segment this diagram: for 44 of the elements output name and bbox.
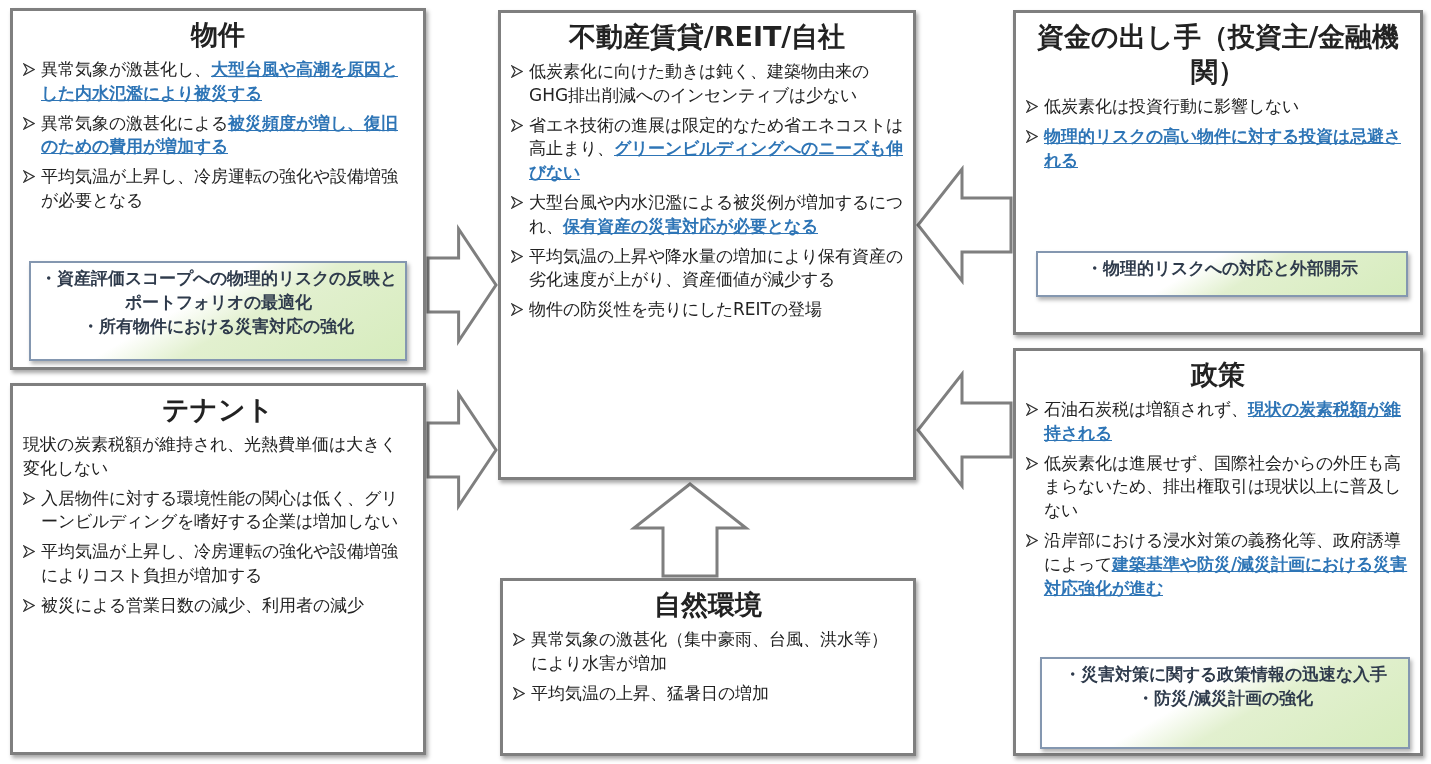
list-item-text: 石油石炭税は増額されず、現状の炭素税額が維持される — [1044, 398, 1402, 445]
panel-title: 物件 — [189, 18, 246, 52]
list-item-text: 異常気象の激甚化（集中豪雨、台風、洪水等）により水害が増加 — [531, 628, 889, 675]
list-item-text: 異常気象の激甚化による被災頻度が増し、復旧のための費用が増加する — [41, 111, 399, 159]
list-item-text: 省エネ技術の進展は限定的なため省エネコストは高止まり、グリーンビルディングへのニーズも伸びない — [529, 113, 903, 185]
panel — [1013, 10, 1423, 335]
list-item-text: 物理的リスクの高い物件に対する投資は忌避される — [1044, 125, 1402, 172]
panel — [10, 8, 426, 370]
panel-title: 自然環境 — [653, 588, 763, 622]
list-item-text: 沿岸部における浸水対策の義務化等、政府誘導によって建築基準や防災/減災計画における災害対応強化が進む — [1044, 529, 1409, 600]
callout-box — [1036, 251, 1408, 297]
callout-text: ・所有物件における災害対応の強化 — [81, 314, 355, 338]
list-item-text: 低炭素化は投資行動に影響しない — [1044, 95, 1299, 119]
block-arrow — [916, 164, 1013, 286]
block-arrow — [629, 482, 751, 578]
callout-text: ・資産評価スコープへの物理的リスクの反映とポートフォリオの最適化 — [39, 267, 397, 314]
list-item-text: 入居物件に対する環境性能の関心は低く、グリーンビルディングを嗜好する企業は増加しない — [41, 486, 399, 534]
list-item-text: 平均気温の上昇や降水量の増加により保有資産の劣化速度が上がり、資産価値が減少する — [529, 244, 903, 292]
callout-box — [1040, 657, 1410, 749]
panel-title: 政策 — [1189, 358, 1246, 392]
callout-box — [29, 261, 407, 361]
list-item-text: 物件の防災性を売りにしたREITの登場 — [529, 298, 822, 322]
panel — [498, 10, 916, 480]
list-item-text: 平均気温が上昇し、冷房運転の強化や設備増強によりコスト負担が増加する — [41, 540, 399, 588]
callout-text: ・物理的リスクへの対応と外部開示 — [1085, 257, 1359, 280]
callout-text: ・防災/減災計画の強化 — [1135, 686, 1315, 710]
list-item-text: 平均気温の上昇、猛暑日の増加 — [531, 681, 769, 705]
block-arrow — [426, 389, 498, 511]
panel-title: 資金の出し手（投資主/金融機関） — [1035, 20, 1401, 90]
paragraph: 現状の炭素税額が維持され、光熱費単価は大きく変化しない — [23, 433, 398, 480]
panel — [500, 578, 916, 756]
panel — [10, 383, 426, 755]
list-item-text: 低炭素化は進展せず、国際社会からの外圧も高まらないため、排出権取引は現状以上に普及しない — [1044, 451, 1402, 523]
list-item-text: 低炭素化に向けた動きは鈍く、建築物由来のGHG排出削減へのインセンティブは少ない — [529, 60, 870, 107]
list-item-text: 平均気温が上昇し、冷房運転の強化や設備増強が必要となる — [41, 165, 399, 213]
block-arrow — [916, 369, 1013, 491]
callout-text: ・災害対策に関する政策情報の迅速な入手 — [1062, 663, 1388, 686]
panel — [1013, 348, 1423, 756]
list-item-text: 大型台風や内水氾濫による被災例が増加するにつれ、保有資産の災害対応が必要となる — [529, 191, 903, 238]
panel-title: テナント — [161, 393, 275, 427]
block-arrow — [426, 224, 498, 346]
list-item-text: 被災による営業日数の減少、利用者の減少 — [41, 593, 364, 617]
panel-title: 不動産賃貸/REIT/自社 — [567, 20, 847, 54]
list-item-text: 異常気象が激甚化し、大型台風や高潮を原因とした内水氾濫により被災する — [41, 58, 399, 105]
